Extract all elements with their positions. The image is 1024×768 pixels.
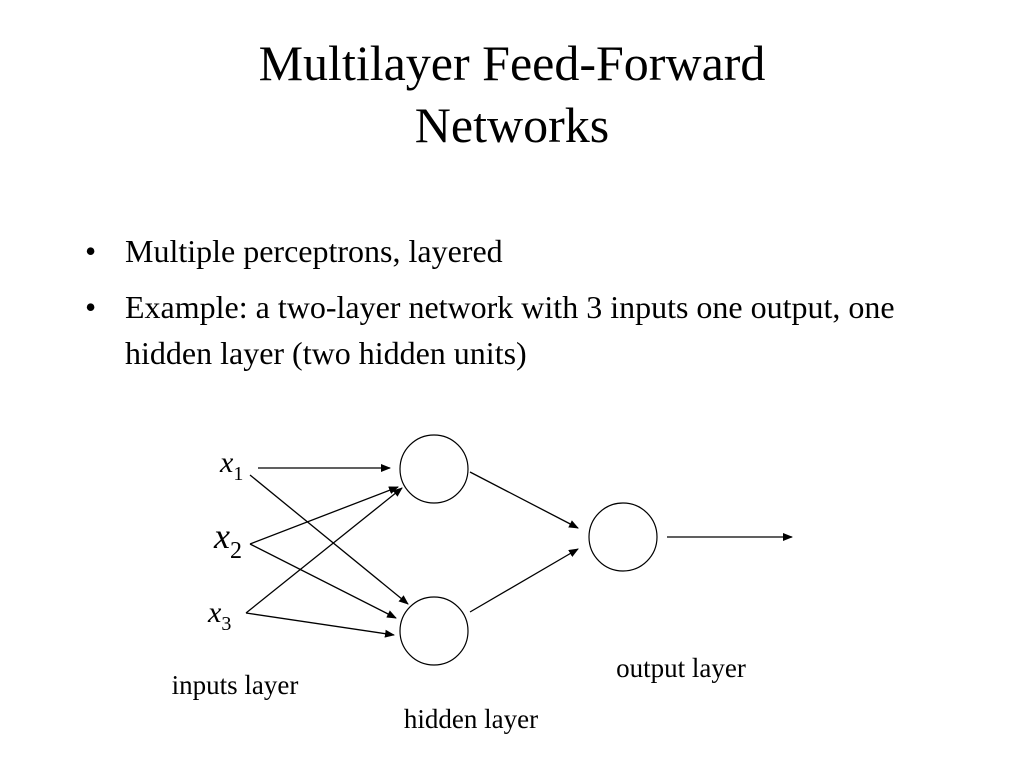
input-x1-symbol: x: [219, 446, 234, 479]
inputs-layer-label: inputs layer: [172, 670, 299, 700]
input-x2-symbol: x: [213, 516, 230, 556]
hidden-unit-1: [399, 434, 469, 504]
edge-h2-out: [469, 548, 579, 613]
input-x3-subscript: 3: [221, 613, 231, 635]
input-x1-subscript: 1: [233, 463, 243, 485]
input-x3-symbol: x: [207, 596, 222, 629]
hidden-layer-label: hidden layer: [404, 704, 538, 734]
edge-h1-out: [469, 471, 579, 529]
input-x2-subscript: 2: [230, 538, 242, 564]
edge-x3-h2: [245, 612, 395, 638]
slide-title-line-1: Multilayer Feed-Forward: [258, 35, 766, 91]
bullet-list: Multiple perceptrons, layered Example: a…: [80, 228, 960, 386]
hidden-unit-2: [399, 596, 469, 666]
output-layer-label: output layer: [616, 653, 746, 683]
input-label-x2: x2: [213, 516, 242, 564]
edge-x3-h1: [245, 487, 403, 614]
edge-x2-h1: [249, 486, 399, 545]
input-label-x3: x3: [207, 596, 231, 635]
output-unit: [588, 502, 658, 572]
input-label-x1: x1: [219, 446, 243, 485]
edge-x2-h2: [249, 543, 397, 619]
slide-title-line-2: Networks: [414, 97, 610, 153]
bullet-item-2: Example: a two-layer network with 3 inpu…: [80, 284, 960, 376]
slide-title: Multilayer Feed-Forward Networks: [0, 32, 1024, 156]
edge-x1-h2: [249, 474, 409, 605]
bullet-item-1: Multiple perceptrons, layered: [80, 228, 960, 274]
